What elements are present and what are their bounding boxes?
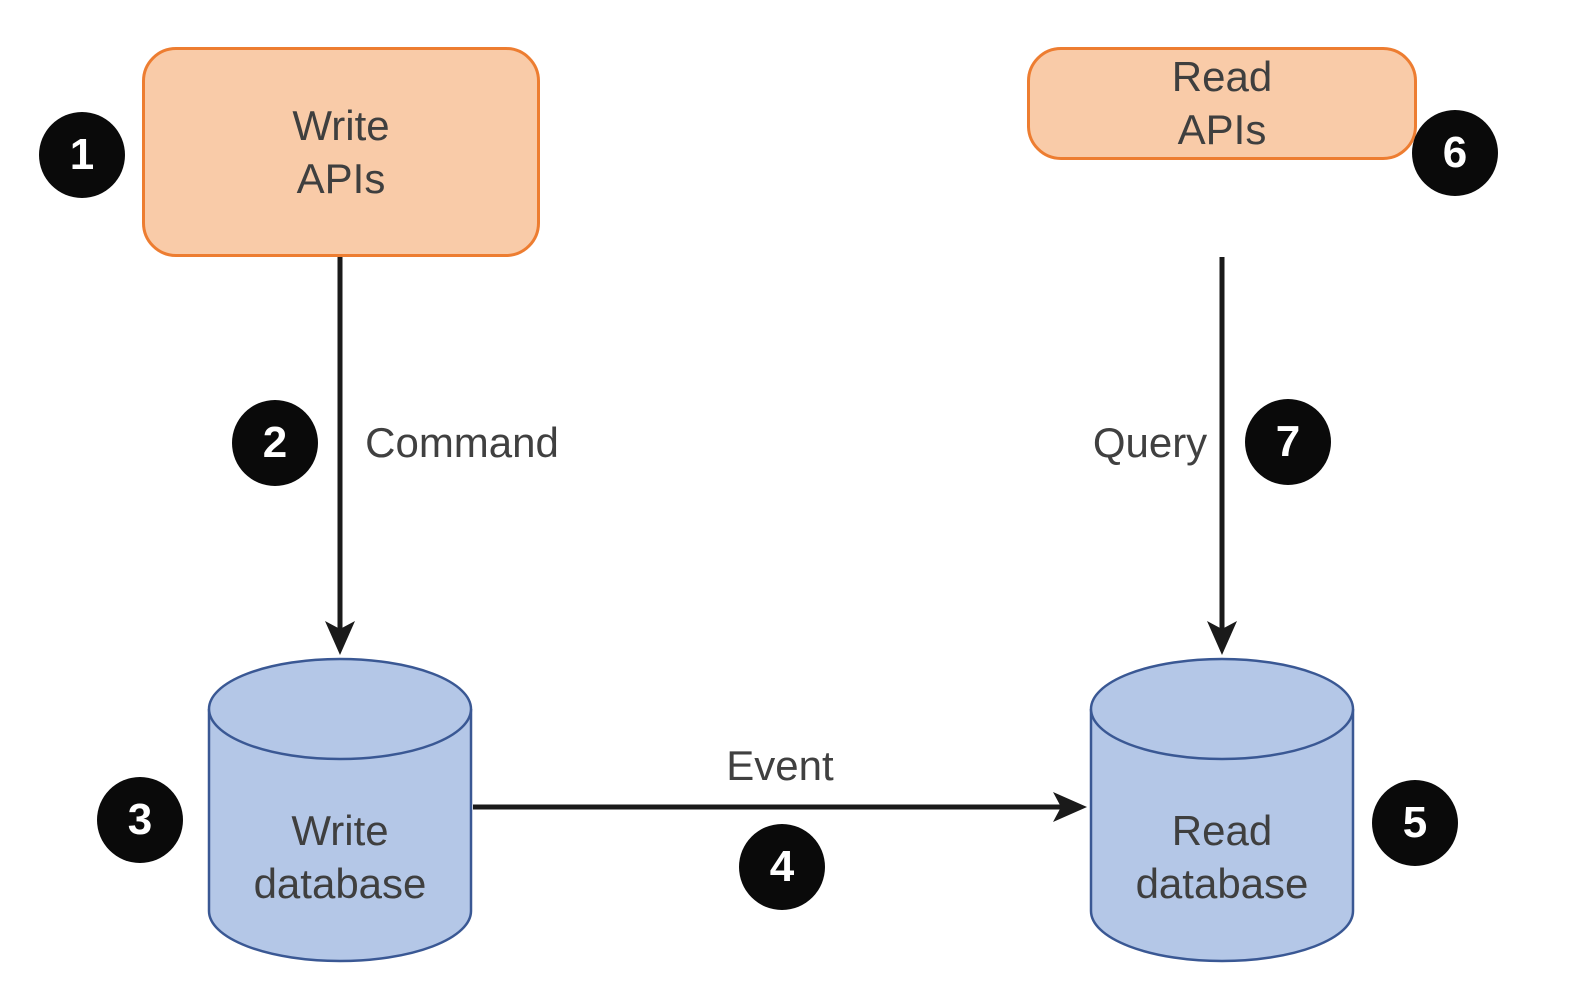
write-apis-label: Write APIs xyxy=(292,101,390,202)
write-apis-node: Write APIs xyxy=(142,47,540,257)
write-database-cylinder-shape xyxy=(207,657,473,963)
command-edge-label: Command xyxy=(365,419,559,466)
query-arrowhead xyxy=(1207,621,1237,655)
write-database-label: Write database xyxy=(253,806,427,907)
step-badge-6: 6 xyxy=(1412,110,1498,196)
step-badge-5: 5 xyxy=(1372,780,1458,866)
read-apis-label: Read APIs xyxy=(1171,53,1273,154)
step-badge-3: 3 xyxy=(97,777,183,863)
step-badge-1: 1 xyxy=(39,112,125,198)
command-arrowhead xyxy=(325,621,355,655)
read-database-cylinder-shape xyxy=(1089,657,1355,963)
step-badge-2: 2 xyxy=(232,400,318,486)
step-badge-7: 7 xyxy=(1245,399,1331,485)
query-edge-label: Query xyxy=(1092,419,1208,466)
read-apis-node: Read APIs xyxy=(1027,47,1417,160)
read-database-node: Read database xyxy=(1089,657,1355,963)
step-badge-4: 4 xyxy=(739,824,825,910)
read-database-label: Read database xyxy=(1135,806,1309,907)
event-edge-label: Event xyxy=(726,742,834,789)
event-arrowhead xyxy=(1053,792,1087,822)
write-database-node: Write database xyxy=(207,657,473,963)
